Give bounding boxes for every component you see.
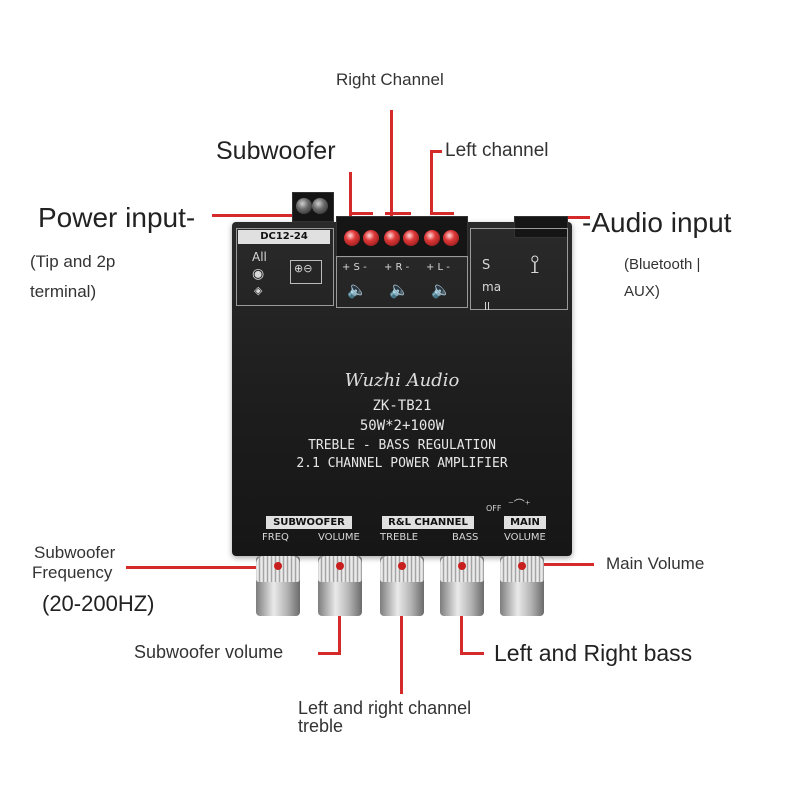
subwoofer-channel-label: + S - xyxy=(342,262,367,273)
left-channel-label: Left channel xyxy=(445,140,549,161)
model-name: ZK-TB21 xyxy=(372,398,432,414)
dc-connector-symbols: ⊕⊖ xyxy=(294,262,313,275)
power-switch-icon: ◉ xyxy=(252,266,265,282)
all-label: All xyxy=(252,250,267,264)
power-diamond-icon: ◈ xyxy=(254,284,263,297)
power-terminal-screw xyxy=(296,198,312,214)
knob-label-main-volume: VOLUME xyxy=(504,532,546,543)
board-line-2: 2.1 CHANNEL POWER AMPLIFIER xyxy=(296,456,508,471)
knob-label-treble: TREBLE xyxy=(380,532,419,543)
subwoofer-volume-hline xyxy=(318,652,341,655)
speaker-terminal-screw xyxy=(403,230,419,246)
subwoofer-frequency-label-1: Subwoofer xyxy=(34,543,116,562)
left-channel-line xyxy=(430,150,433,214)
mode-s-label: S xyxy=(482,258,491,273)
dc-connector-icon xyxy=(290,260,322,284)
left-channel-bracket xyxy=(430,212,454,215)
power-input-note-1: (Tip and 2p xyxy=(30,252,116,271)
knob-label-bass: BASS xyxy=(452,532,479,543)
right-channel-label: Right Channel xyxy=(336,70,444,89)
knob-indicator xyxy=(398,562,406,570)
off-label: OFF xyxy=(486,504,502,513)
audio-input-note-2: AUX) xyxy=(624,283,660,300)
subwoofer-frequency-line xyxy=(126,566,278,569)
volume-arc-icon: ⁻⌒⁺ xyxy=(508,498,531,511)
aux-jack-icon: ⟟ xyxy=(530,250,540,280)
aux-jack-block xyxy=(514,216,568,238)
board-line-1: TREBLE - BASS REGULATION xyxy=(308,438,496,453)
audio-input-note-1: (Bluetooth | xyxy=(624,256,701,273)
bass-hline xyxy=(460,652,484,655)
speaker-terminal-screw xyxy=(363,230,379,246)
subwoofer-group-label: SUBWOOFER xyxy=(266,516,352,529)
right-channel-board-label: + R - xyxy=(384,262,410,273)
right-channel-bracket xyxy=(385,212,411,215)
lr-treble-label-1: Left and right channel xyxy=(298,698,472,718)
power-input-label: Power input- xyxy=(38,202,196,233)
knob-label-freq: FREQ xyxy=(262,532,289,543)
audio-input-label: -Audio input xyxy=(582,207,732,238)
speaker-icon: 🔈 xyxy=(389,280,409,299)
amplifier-board xyxy=(232,222,572,556)
speaker-terminal-screw xyxy=(443,230,459,246)
dc-label: DC12-24 xyxy=(238,230,330,244)
knob-indicator xyxy=(518,562,526,570)
brand-logo: Wuzhi Audio xyxy=(344,370,460,391)
subwoofer-frequency-range: (20-200HZ) xyxy=(42,591,155,616)
speaker-channel-panel xyxy=(336,256,468,308)
mode-ll-label: ll xyxy=(484,300,491,313)
speaker-terminal-screw xyxy=(384,230,400,246)
left-channel-board-label: + L - xyxy=(426,262,450,273)
power-terminal-screw xyxy=(312,198,328,214)
knob-label-volume: VOLUME xyxy=(318,532,360,543)
subwoofer-volume-label: Subwoofer volume xyxy=(134,642,284,662)
power-input-line xyxy=(212,214,310,217)
treble-line xyxy=(400,566,403,694)
speaker-terminal-screw xyxy=(344,230,360,246)
right-channel-line xyxy=(390,110,393,222)
knob-indicator xyxy=(458,562,466,570)
subwoofer-label: Subwoofer xyxy=(216,137,336,165)
power-input-note-2: terminal) xyxy=(30,282,97,301)
speaker-icon: 🔈 xyxy=(347,280,367,299)
knob-indicator xyxy=(274,562,282,570)
subwoofer-line xyxy=(349,172,352,216)
main-volume-label: Main Volume xyxy=(606,554,705,573)
left-channel-hline xyxy=(430,150,442,153)
power-panel xyxy=(236,228,334,306)
speaker-icon: 🔈 xyxy=(431,280,451,299)
main-group-label: MAIN xyxy=(504,516,546,529)
subwoofer-bracket xyxy=(349,212,373,215)
lr-treble-label-2: treble xyxy=(298,716,344,736)
main-volume-line xyxy=(524,563,594,566)
knob-indicator xyxy=(336,562,344,570)
mode-ma-label: ma xyxy=(482,280,502,294)
mode-panel xyxy=(470,228,568,310)
left-right-bass-label: Left and Right bass xyxy=(494,640,693,666)
speaker-terminal-screw xyxy=(424,230,440,246)
rl-channel-group-label: R&L CHANNEL xyxy=(382,516,474,529)
power-rating: 50W*2+100W xyxy=(359,418,445,434)
subwoofer-frequency-label-2: Frequency xyxy=(32,563,113,582)
